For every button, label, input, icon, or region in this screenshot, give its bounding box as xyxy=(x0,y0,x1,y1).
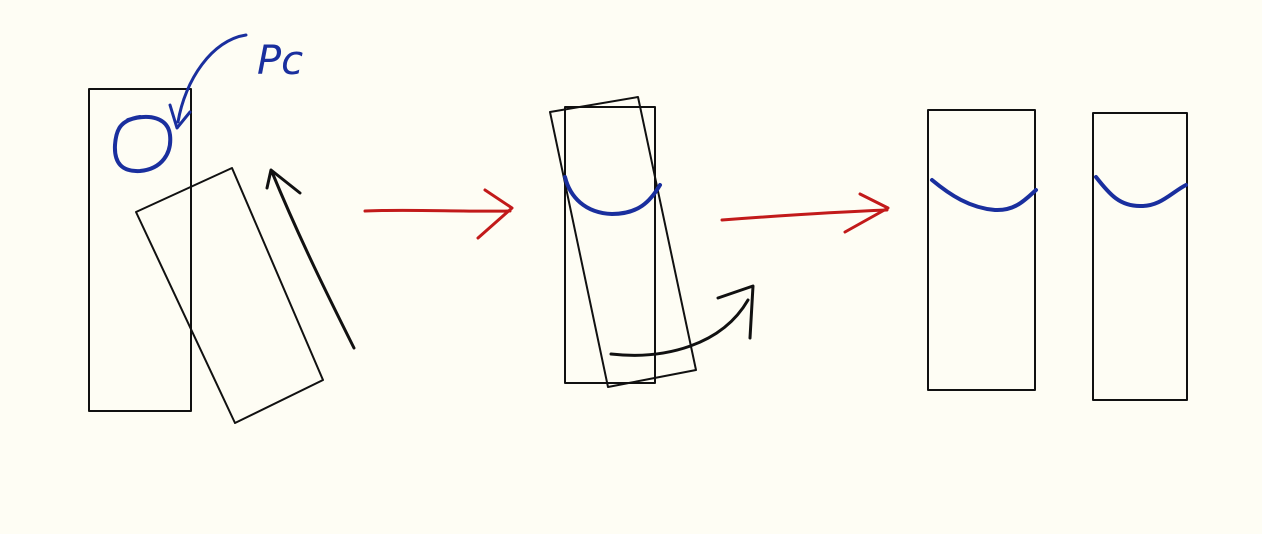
red-arrow-2-head xyxy=(843,192,890,234)
stage-2-rotate-arrow-head xyxy=(716,284,755,340)
stage-2-blue-curve xyxy=(563,175,662,216)
stage-2 xyxy=(549,96,755,388)
stage-2-tilted-slab xyxy=(549,96,697,388)
red-arrow-1-shaft xyxy=(363,208,512,213)
stage-1: Pc xyxy=(88,33,356,424)
stage-2-rotate-arrow-shaft xyxy=(609,298,750,357)
stage-3-left-slab xyxy=(927,109,1036,391)
pc-label: Pc xyxy=(257,38,303,84)
stage-3-left-blue-curve xyxy=(930,178,1038,213)
red-arrow-1-head xyxy=(476,188,514,240)
red-arrow-2-shaft xyxy=(720,208,889,222)
stage-3 xyxy=(927,109,1188,401)
stage-3-right-blue-curve xyxy=(1094,175,1188,209)
stage-1-tilted-slab xyxy=(135,167,324,424)
stage-1-blue-circle xyxy=(112,115,173,174)
transition-arrow-2 xyxy=(720,192,890,234)
stage-1-up-arrow-shaft xyxy=(270,170,356,350)
stage-2-upright-slab xyxy=(564,106,656,384)
stage-1-pointer-line xyxy=(176,33,248,124)
stage-1-upright-slab xyxy=(88,88,192,412)
stage-1-up-arrow-head xyxy=(265,168,302,195)
stage-3-right-slab xyxy=(1092,112,1188,401)
transition-arrow-1 xyxy=(363,188,514,240)
stage-1-pointer-arrowhead xyxy=(168,103,192,130)
